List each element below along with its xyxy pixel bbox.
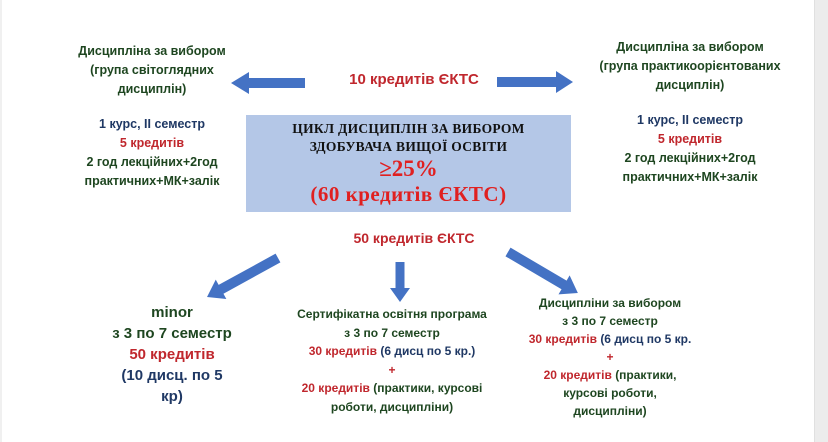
top-credits-label: 10 кредитів ЄКТС [349,71,479,88]
right-title-line: Дисципліна за вибором [616,40,764,54]
certificate-title: Сертифікатна освітня програма [297,307,487,321]
left-hours-line: 2 год лекційних+2год [86,155,218,169]
certificate-block: Сертифікатна освітня програма з 3 по 7 с… [282,305,502,416]
right-title-line: (група практикоорієнтованих [599,59,781,73]
electives-detail-b-line: дисципліни) [573,404,647,418]
certificate-credits-a: 30 кредитів [308,344,377,358]
box-credits: (60 кредитів ЄКТС) [310,182,507,206]
right-title-line: дисциплін) [655,78,725,92]
right-hours-line: практичних+МК+залік [622,170,758,184]
certificate-credits-b: 20 кредитів [301,381,370,395]
left-credits: 5 кредитів [119,136,185,150]
left-title-line: Дисципліна за вибором [78,44,226,58]
arrow-down-right-icon [505,247,578,295]
left-course: 1 курс, ІІ семестр [99,117,205,131]
right-edge [814,0,828,442]
arrow-right-icon [497,71,573,93]
minor-credits: 50 кредитів [129,346,215,363]
arrow-down-icon [390,262,410,302]
electives-detail-a: (6 дисц по 5 кр. [600,332,692,346]
certificate-detail-a: (6 дисц по 5 кр.) [380,344,476,358]
minor-block: minor з 3 по 7 семестр 50 кредитів (10 д… [82,302,262,407]
certificate-detail-b-line: роботи, дисципліни) [330,399,454,414]
right-course: 1 курс, ІІ семестр [637,113,743,127]
arrow-left-icon [231,72,305,94]
left-hours-line: практичних+МК+залік [84,174,220,188]
left-elective-block: Дисципліна за вибором (група світоглядни… [52,42,252,191]
electives-detail-b: (практики, [615,368,677,382]
right-credits: 5 кредитів [657,132,723,146]
right-hours-line: 2 год лекційних+2год [624,151,756,165]
electives-detail-b-line: курсові роботи, [563,386,657,400]
electives-semesters: з 3 по 7 семестр [562,314,658,328]
electives-block: Дисципліни за вибором з 3 по 7 семестр 3… [510,294,710,420]
minor-detail-line: кр) [161,388,183,405]
left-title-line: (група світоглядних [90,63,214,77]
electives-credits-b: 20 кредитів [543,368,612,382]
left-title-line: дисциплін) [117,82,187,96]
box-line2: ЗДОБУВАЧА ВИЩОЇ ОСВІТИ [309,139,508,154]
arrow-down-left-icon [207,253,281,299]
minor-detail-line: (10 дисц. по 5 [121,367,223,384]
electives-credits-a: 30 кредитів [528,332,597,346]
center-box: ЦИКЛ ДИСЦИПЛІН ЗА ВИБОРОМ ЗДОБУВАЧА ВИЩО… [246,115,571,212]
left-edge [0,0,2,442]
bottom-credits-label: 50 кредитів ЄКТС [353,230,475,246]
certificate-plus: + [388,362,396,377]
electives-plus: + [606,350,614,364]
minor-semesters: з 3 по 7 семестр [112,325,232,342]
certificate-semesters: з 3 по 7 семестр [344,325,440,340]
electives-title: Дисципліни за вибором [538,296,682,310]
certificate-detail-b: (практики, курсові [373,381,483,395]
minor-title: minor [151,304,193,321]
right-elective-block: Дисципліна за вибором (група практикоорі… [580,38,800,187]
box-percent: ≥25% [379,156,438,181]
box-line1: ЦИКЛ ДИСЦИПЛІН ЗА ВИБОРОМ [292,121,525,136]
